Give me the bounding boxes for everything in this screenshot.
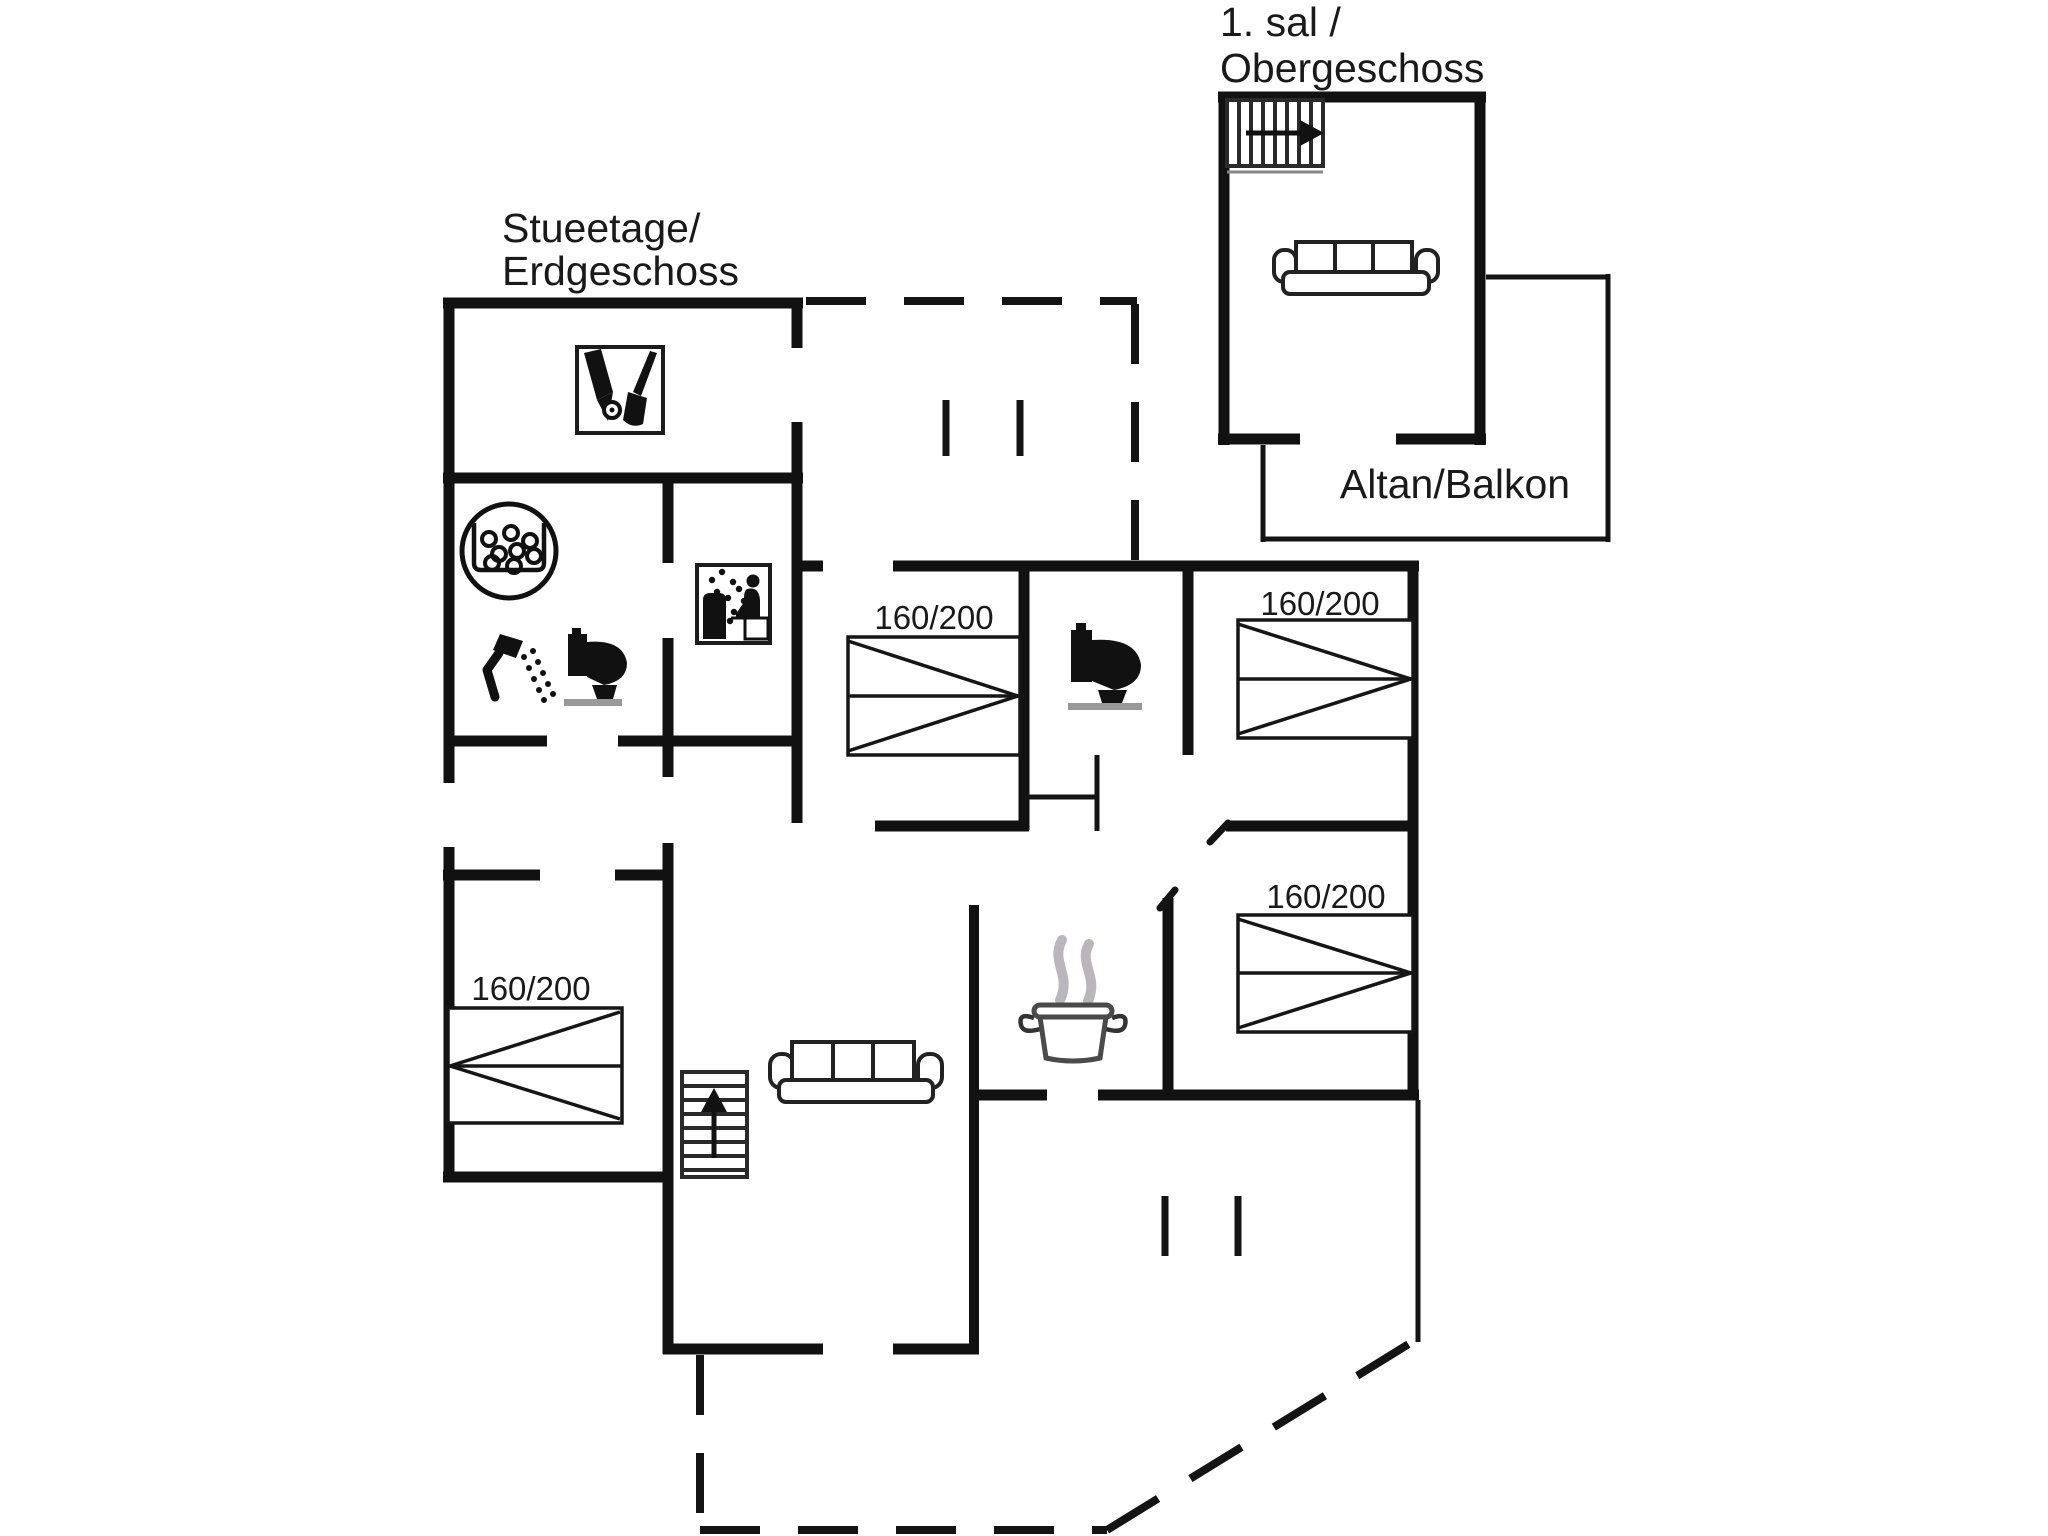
balcony-label: Altan/Balkon	[1340, 461, 1570, 507]
double-bed-icon-left	[446, 1006, 624, 1125]
storage-tools-icon	[575, 345, 665, 435]
bed-size-label-left: 160/200	[471, 970, 590, 1007]
toilet-icon-center-bathroom	[1068, 623, 1142, 710]
ground-floor-thin-walls	[1024, 755, 1421, 1342]
bed-icons	[446, 618, 1415, 1125]
stairs-up-icon-upper-floor	[1225, 98, 1325, 174]
stairs-up-icon-ground-floor	[680, 1070, 749, 1179]
double-bed-icon-center	[846, 635, 1022, 757]
ground-floor-walls	[443, 297, 1419, 1355]
sofa-icon-upper-floor	[1272, 240, 1440, 296]
upper-floor-walls	[1218, 91, 1486, 445]
dashed-boundaries	[696, 297, 1415, 1534]
sauna-icon	[695, 563, 772, 645]
shower-icon	[482, 634, 556, 703]
upper-floor-title-line1: 1. sal /	[1220, 0, 1341, 45]
door-swing-ticks	[1156, 819, 1232, 912]
double-bed-icon-top-right	[1236, 618, 1415, 740]
window-ticks	[942, 400, 1242, 1256]
labels: Stueetage/ Erdgeschoss 1. sal / Obergesc…	[471, 0, 1570, 1007]
balcony-outline	[1260, 274, 1611, 542]
bed-size-label-bottom-right: 160/200	[1266, 878, 1385, 915]
bed-size-label-top-right: 160/200	[1260, 585, 1379, 622]
double-bed-icon-bottom-right	[1236, 913, 1415, 1034]
ground-floor-title-line1: Stueetage/	[502, 205, 701, 251]
washing-machine-icon	[459, 501, 559, 601]
sofa-icon-living-room	[768, 1040, 944, 1104]
upper-floor-title-line2: Obergeschoss	[1220, 45, 1484, 91]
ground-floor-title-line2: Erdgeschoss	[502, 248, 739, 294]
bed-size-label-center: 160/200	[874, 599, 993, 636]
cooking-pot-icon	[1018, 935, 1128, 1064]
toilet-icon-left-bathroom	[564, 628, 627, 706]
